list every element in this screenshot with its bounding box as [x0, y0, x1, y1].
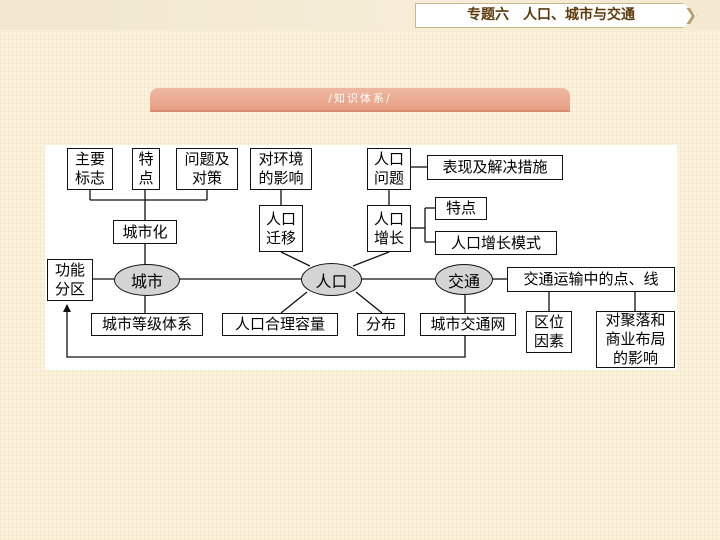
node-growth-feature: 特点 — [435, 197, 487, 220]
node-problem-solution: 问题及 对策 — [176, 148, 238, 190]
node-location-factors: 区位 因素 — [526, 311, 572, 353]
node-manifestation: 表现及解决措施 — [427, 155, 563, 180]
node-functional-zone: 功能 分区 — [47, 259, 93, 301]
node-distribution: 分布 — [357, 313, 405, 336]
section-tag: /知识体系/ — [328, 92, 392, 105]
node-growth: 人口 增长 — [367, 205, 411, 252]
node-migration: 人口 迁移 — [259, 205, 303, 252]
connector-line — [355, 291, 383, 314]
knowledge-diagram: 主要 标志 特 点 问题及 对策 对环境 的影响 人口 问题 表现及解决措施 城… — [45, 145, 677, 370]
node-settlement-impact: 对聚落和 商业布局 的影响 — [596, 311, 675, 368]
section-underline — [150, 110, 570, 112]
section-bar: /知识体系/ — [150, 88, 570, 110]
node-transport-points: 交通运输中的点、线 — [507, 267, 675, 292]
node-city: 城市 — [114, 264, 180, 296]
connector-lines — [63, 166, 636, 358]
header-title: 专题六 人口、城市与交通 — [467, 7, 635, 23]
node-population-problem: 人口 问题 — [367, 148, 411, 190]
node-transport: 交通 — [435, 264, 493, 295]
header-banner: 专题六 人口、城市与交通 — [415, 3, 697, 28]
node-urbanization: 城市化 — [113, 220, 177, 244]
node-feature: 特 点 — [132, 148, 160, 190]
chevron-right-icon: ❯ — [684, 5, 698, 24]
node-env-impact: 对环境 的影响 — [250, 148, 312, 190]
node-capacity: 人口合理容量 — [222, 313, 338, 336]
node-city-hierarchy: 城市等级体系 — [91, 313, 203, 336]
connector-line — [352, 251, 390, 267]
connector-line — [280, 251, 311, 267]
connector-line — [280, 291, 308, 314]
node-growth-mode: 人口增长模式 — [435, 231, 557, 255]
feedback-arrow — [63, 304, 466, 358]
node-population: 人口 — [301, 263, 362, 296]
node-main-sign: 主要 标志 — [67, 148, 113, 190]
node-city-transport-net: 城市交通网 — [420, 313, 516, 336]
